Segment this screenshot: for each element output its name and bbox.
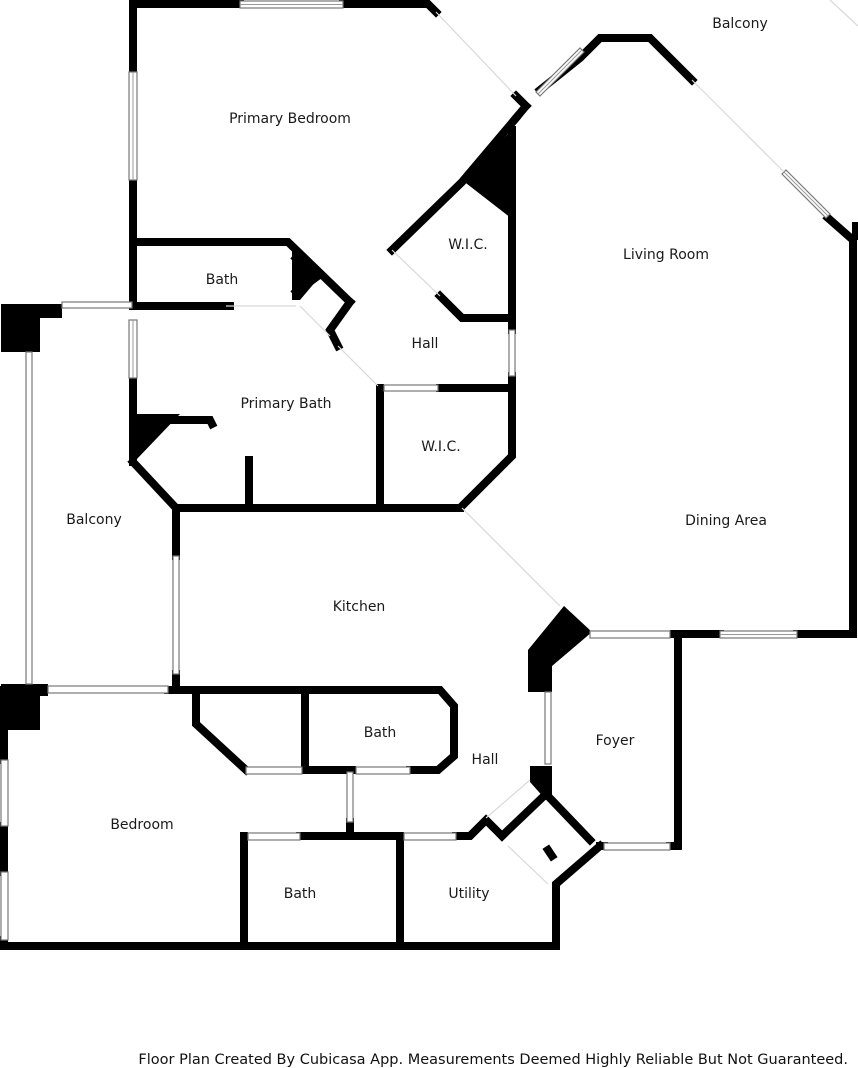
windows <box>0 0 858 941</box>
room-label-primary-bath: Primary Bath <box>240 396 331 412</box>
room-label-hall-lower: Hall <box>472 752 499 768</box>
room-label-wic-upper: W.I.C. <box>448 237 488 253</box>
room-label-living-room: Living Room <box>623 247 709 263</box>
room-label-balcony-left: Balcony <box>66 512 122 528</box>
room-label-dining-area: Dining Area <box>685 513 767 529</box>
room-label-foyer: Foyer <box>596 733 635 749</box>
room-label-bath-middle: Bath <box>364 725 397 741</box>
room-label-utility: Utility <box>448 886 489 902</box>
room-label-bath-lower: Bath <box>284 886 317 902</box>
room-label-bath-upper: Bath <box>206 272 239 288</box>
room-label-hall-upper: Hall <box>412 336 439 352</box>
wall-blocks <box>1 126 858 800</box>
room-label-primary-bedroom: Primary Bedroom <box>229 111 351 127</box>
room-label-balcony-top: Balcony <box>712 16 768 32</box>
walls <box>0 0 857 950</box>
room-label-kitchen: Kitchen <box>333 599 386 615</box>
room-label-wic-lower: W.I.C. <box>421 439 461 455</box>
room-labels: Balcony Primary Bedroom Living Room W.I.… <box>66 16 768 902</box>
room-label-bedroom: Bedroom <box>110 817 173 833</box>
footer-disclaimer: Floor Plan Created By Cubicasa App. Meas… <box>138 1052 848 1068</box>
